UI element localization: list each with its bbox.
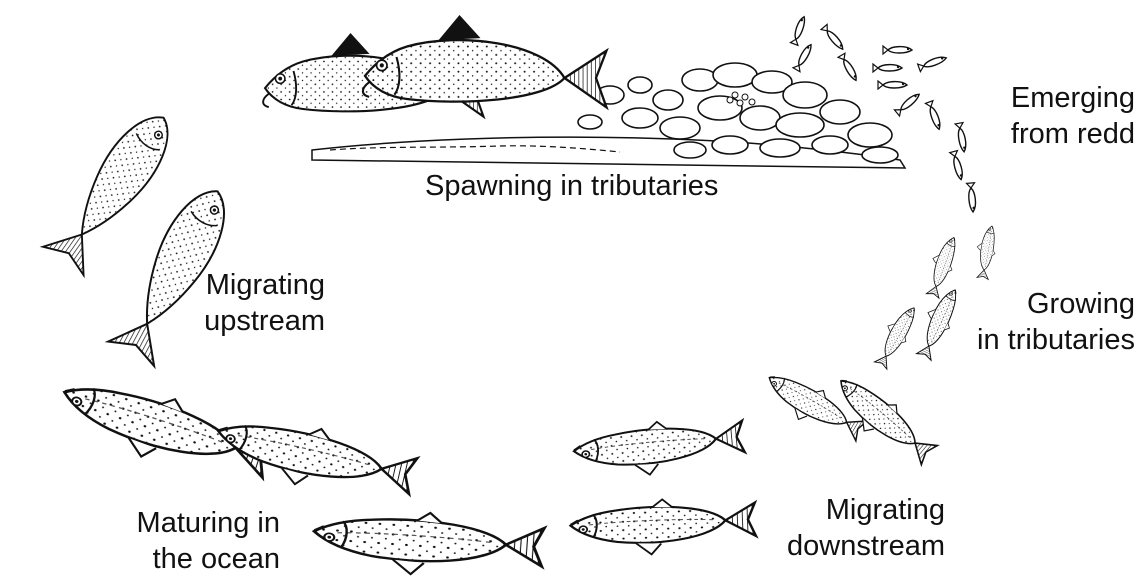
label-emerging-line1: Emerging — [940, 80, 1135, 116]
label-migrating-upstream: Migrating upstream — [150, 267, 325, 339]
label-spawning-text: Spawning in tributaries — [425, 168, 718, 204]
label-emerging: Emerging from redd — [940, 80, 1135, 152]
label-maturing: Maturing in the ocean — [40, 505, 280, 577]
label-migrating-downstream: Migrating downstream — [745, 492, 945, 564]
label-upstream-line2: upstream — [150, 303, 325, 339]
label-growing-line2: in tributaries — [940, 322, 1135, 358]
label-growing: Growing in tributaries — [940, 286, 1135, 358]
label-upstream-line1: Migrating — [150, 267, 325, 303]
downstream-migrants — [570, 414, 757, 557]
label-growing-line1: Growing — [940, 286, 1135, 322]
label-downstream-line1: Migrating — [745, 492, 945, 528]
label-emerging-line2: from redd — [940, 116, 1135, 152]
label-spawning: Spawning in tributaries — [425, 168, 718, 204]
spawning-salmon-pair — [263, 15, 606, 117]
label-downstream-line2: downstream — [745, 528, 945, 564]
label-maturing-line1: Maturing in — [40, 505, 280, 541]
label-maturing-line2: the ocean — [40, 541, 280, 577]
